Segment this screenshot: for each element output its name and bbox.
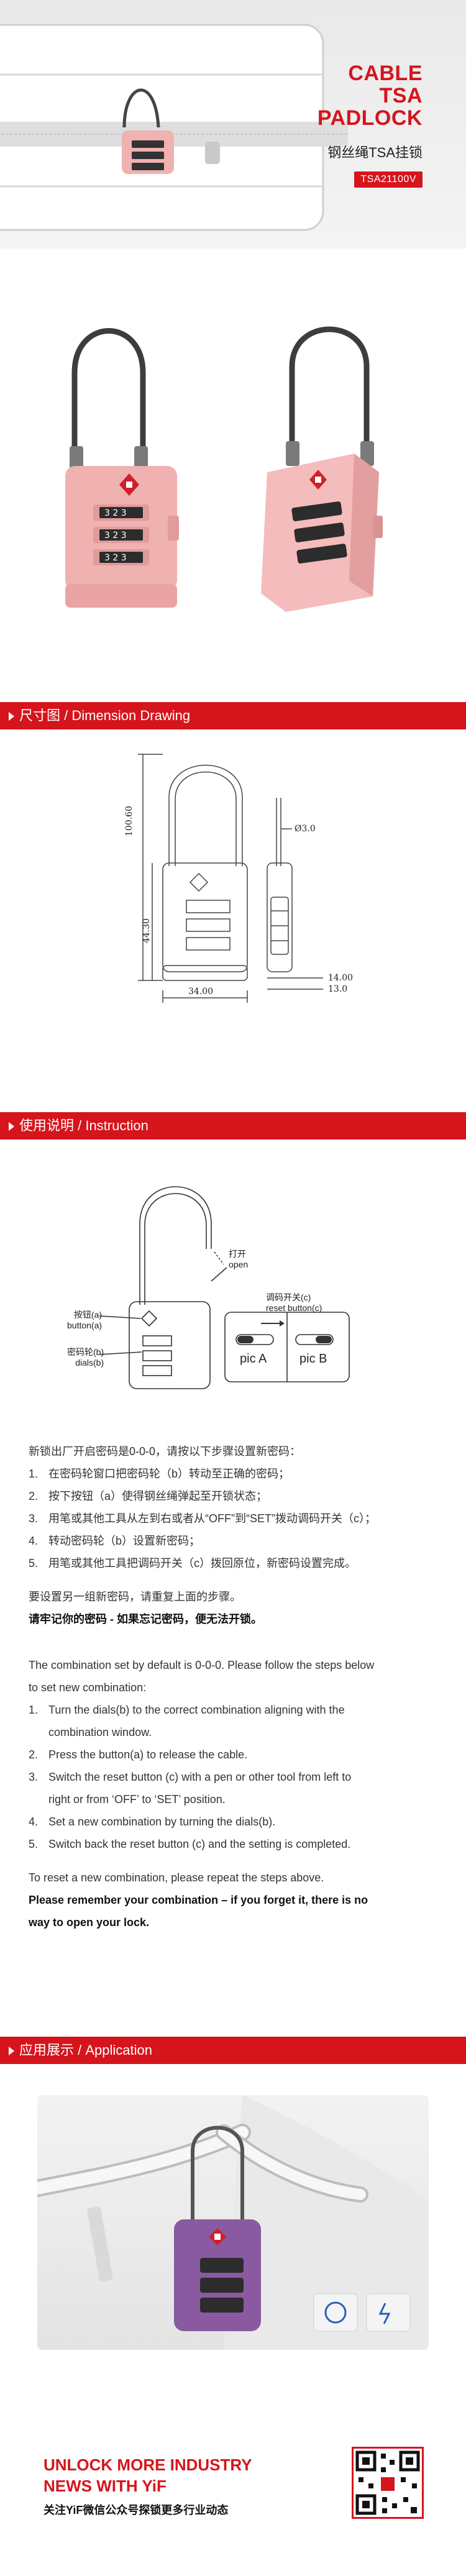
arrow-icon <box>9 712 14 721</box>
bag-with-lock-illustration <box>37 2095 429 2350</box>
step-number: 5. <box>29 1557 39 1569</box>
section-bar-instruction: 使用说明 / Instruction <box>0 1112 466 1140</box>
section-title: 尺寸图 / Dimension Drawing <box>19 708 191 723</box>
step-text: 按下按钮（a）使得钢丝绳弹起至开锁状态； <box>48 1490 268 1502</box>
footer-subtitle: 关注YiF微信公众号探锁更多行业动态 <box>43 2504 229 2516</box>
pic-a-label: pic A <box>240 1352 267 1366</box>
repeat-text: 要设置另一组新密码，请重复上面的步骤。 <box>29 1591 241 1603</box>
lock-front-view: 3 2 3 3 2 3 3 2 3 <box>65 328 179 608</box>
hero-title-line: PADLOCK <box>317 106 423 130</box>
label-cn: 打开 <box>229 1249 246 1259</box>
footer-title: UNLOCK MORE INDUSTRY NEWS WITH YiF <box>43 2454 252 2496</box>
svg-text:3 2 3: 3 2 3 <box>104 531 127 541</box>
step-item: 1. 在密码轮窗口把密码轮（b）转动至正确的密码； <box>29 1463 439 1485</box>
step-number: 3. <box>29 1512 39 1525</box>
footer-title-line: UNLOCK MORE INDUSTRY <box>43 2455 252 2474</box>
dim-thickness-a: 14.00 <box>328 973 354 983</box>
hero-title-line: CABLE <box>348 62 423 85</box>
footer-title-line: NEWS WITH YiF <box>43 2477 167 2495</box>
step-item: 5. 用笔或其他工具把调码开关（c）拨回原位，新密码设置完成。 <box>29 1552 439 1574</box>
arrow-icon <box>9 2047 14 2055</box>
step-text: 用笔或其他工具把调码开关（c）拨回原位，新密码设置完成。 <box>48 1557 356 1569</box>
label-en: dials(b) <box>75 1358 104 1368</box>
hero-banner: CABLE TSA PADLOCK 钢丝绳TSA挂锁 TSA21100V <box>0 0 466 249</box>
step-text: 用笔或其他工具从左到右或者从“OFF”到“SET”拨动调码开关（c）； <box>48 1512 376 1525</box>
instructions-chinese: 新锁出厂开启密码是0-0-0，请按以下步骤设置新密码： 1. 在密码轮窗口把密码轮… <box>29 1440 439 1630</box>
label-cn: 密码轮(b) <box>67 1347 104 1357</box>
step-text: Switch back the reset button (c) and the… <box>48 1838 351 1850</box>
step-item: 4. Set a new combination by turning the d… <box>29 1811 439 1833</box>
step-item: 3. 用笔或其他工具从左到右或者从“OFF”到“SET”拨动调码开关（c）； <box>29 1507 439 1530</box>
label-cn: 按钮(a) <box>73 1310 103 1320</box>
step-number: 1. <box>29 1468 39 1480</box>
step-text: Set a new combination by turning the dia… <box>48 1816 276 1828</box>
step-number: 4. <box>29 1816 39 1828</box>
step-number: 5. <box>29 1838 39 1850</box>
svg-text:3 2 3: 3 2 3 <box>104 553 127 563</box>
section-title: 使用说明 / Instruction <box>19 1118 148 1133</box>
hero-title-line: TSA <box>379 84 423 107</box>
step-item: 4. 转动密码轮（b）设置新密码； <box>29 1530 439 1552</box>
step-text-continued: combination window. <box>48 1726 152 1738</box>
repeat-text: To reset a new combination, please repea… <box>29 1871 324 1884</box>
hero-subtitle: 钢丝绳TSA挂锁 <box>327 145 423 160</box>
reset-c-label: 调码开关(c) reset button(c) <box>266 1292 322 1313</box>
dim-width: 34.00 <box>188 987 214 997</box>
step-text: 转动密码轮（b）设置新密码； <box>48 1535 201 1547</box>
suitcase-illustration <box>0 24 348 231</box>
step-text: Switch the reset button (c) with a pen o… <box>48 1771 352 1783</box>
label-en: open <box>229 1259 249 1269</box>
application-photo <box>37 2095 429 2350</box>
arrow-icon <box>9 1122 14 1131</box>
dimension-drawing <box>138 754 323 1003</box>
step-text-continued: right or from ‘OFF’ to ‘SET’ position. <box>48 1793 226 1806</box>
model-badge: TSA21100V <box>354 171 423 188</box>
intro-text: to set new combination: <box>29 1681 147 1694</box>
pic-b-label: pic B <box>299 1352 327 1366</box>
step-text: 在密码轮窗口把密码轮（b）转动至正确的密码； <box>48 1468 290 1480</box>
instructions-english: The combination set by default is 0-0-0.… <box>29 1654 439 1934</box>
intro-text: 新锁出厂开启密码是0-0-0，请按以下步骤设置新密码： <box>29 1445 301 1458</box>
dim-thickness-b: 13.0 <box>328 984 348 994</box>
step-item: 3. Switch the reset button (c) with a pen… <box>29 1766 439 1788</box>
dim-cable: Ø3.0 <box>295 824 316 834</box>
step-item: 2. Press the button(a) to release the cab… <box>29 1743 439 1766</box>
warning-text: Please remember your combination – if yo… <box>29 1894 368 1906</box>
warning-text: way to open your lock. <box>29 1916 150 1929</box>
qr-code[interactable] <box>352 2447 424 2519</box>
step-text: Press the button(a) to release the cable… <box>48 1748 248 1761</box>
instruction-diagram <box>99 1186 350 1389</box>
label-en: reset button(c) <box>266 1303 322 1313</box>
step-item: 2. 按下按钮（a）使得钢丝绳弹起至开锁状态； <box>29 1485 439 1507</box>
svg-text:3 2 3: 3 2 3 <box>104 508 127 518</box>
step-number: 3. <box>29 1771 39 1783</box>
step-number: 4. <box>29 1535 39 1547</box>
label-en: button(a) <box>67 1320 103 1330</box>
dim-total-height: 100.60 <box>124 806 134 836</box>
step-item: 1. Turn the dials(b) to the correct combi… <box>29 1699 439 1721</box>
intro-text: The combination set by default is 0-0-0.… <box>29 1659 375 1671</box>
product-views: 3 2 3 3 2 3 3 2 3 <box>65 326 383 612</box>
warning-text: 请牢记你的密码 - 如果忘记密码，便无法开锁。 <box>29 1613 262 1625</box>
section-bar-dimension: 尺寸图 / Dimension Drawing <box>0 702 466 729</box>
lock-angled-view <box>261 326 383 612</box>
step-item: 5. Switch back the reset button (c) and t… <box>29 1833 439 1855</box>
step-number: 1. <box>29 1704 39 1716</box>
step-number: 2. <box>29 1748 39 1761</box>
label-cn: 调码开关(c) <box>266 1292 311 1302</box>
step-text: Turn the dials(b) to the correct combina… <box>48 1704 345 1716</box>
button-a-label: 按钮(a) button(a) <box>67 1310 102 1331</box>
dim-body-height: 44.30 <box>142 918 152 943</box>
section-title: 应用展示 / Application <box>19 2042 152 2058</box>
dials-b-label: 密码轮(b) dials(b) <box>67 1347 104 1368</box>
section-bar-application: 应用展示 / Application <box>0 2037 466 2064</box>
qr-code-icon <box>355 2450 420 2515</box>
open-label: 打开 open <box>229 1249 248 1270</box>
hero-title: CABLE TSA PADLOCK <box>318 62 423 129</box>
step-number: 2. <box>29 1490 39 1502</box>
